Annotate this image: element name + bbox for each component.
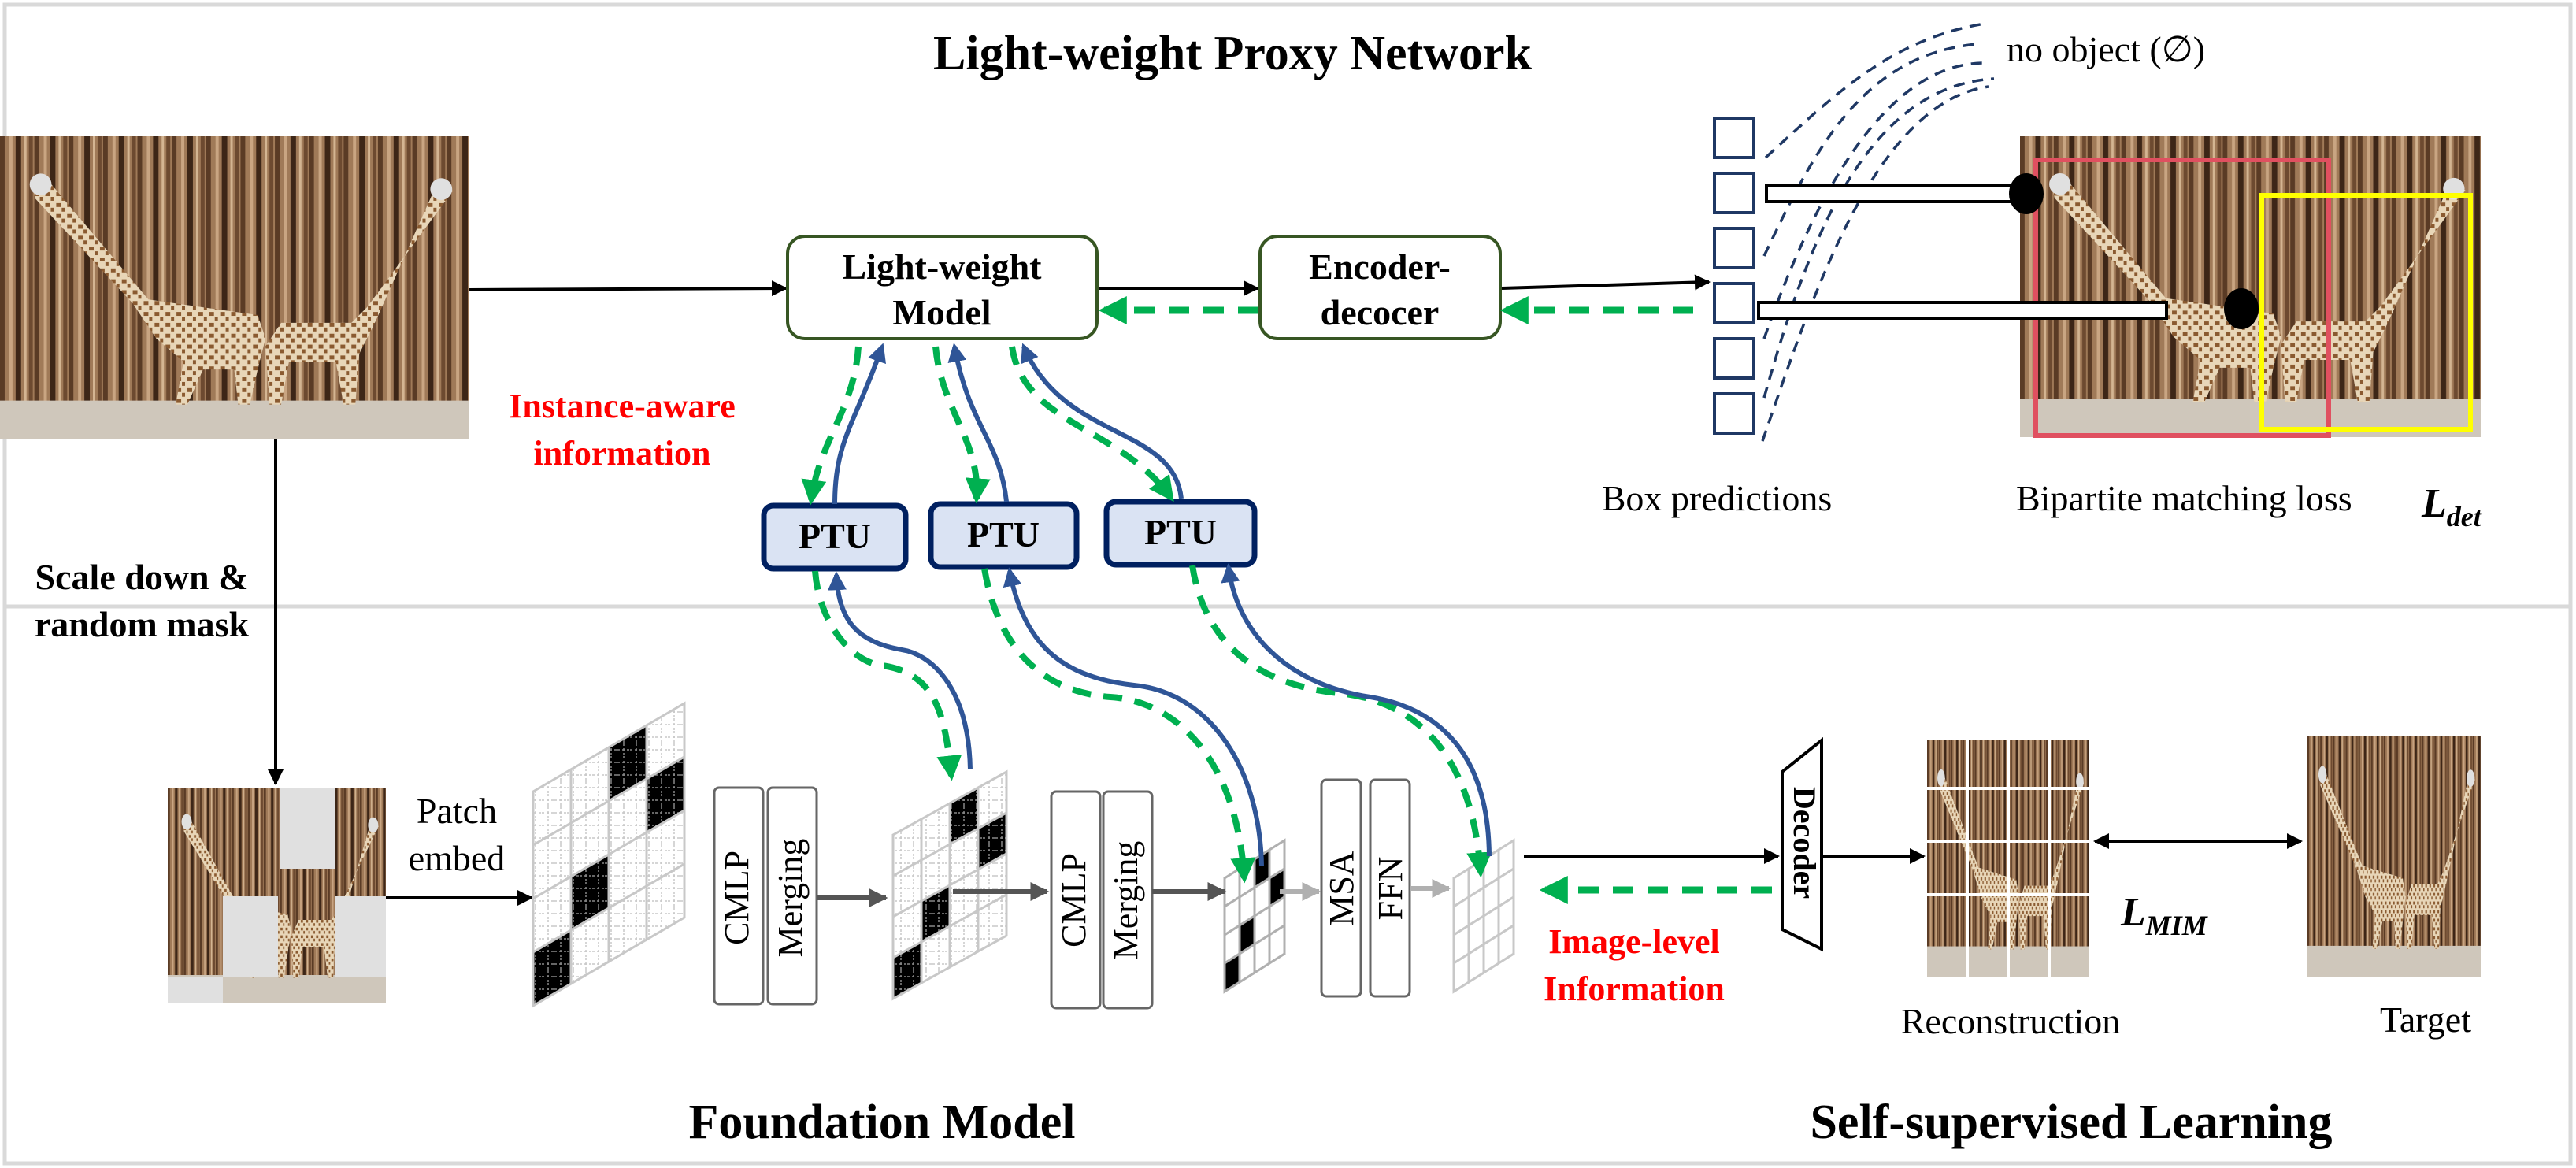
- feature-map-stage1: [532, 701, 686, 1008]
- reconstruction-label: Reconstruction: [1901, 1001, 2121, 1041]
- ptu-foundation-links: [812, 563, 1492, 884]
- bottom-panel-frame: [2, 604, 2573, 1166]
- image-level-line1: Image-level: [1548, 922, 1719, 961]
- stage3-msa-block: MSA: [1320, 778, 1362, 998]
- box-prediction-slot: [1713, 337, 1755, 380]
- svg-text:PTU: PTU: [1144, 512, 1217, 552]
- ptu-model-links: [801, 343, 1184, 506]
- svg-text:PTU: PTU: [967, 514, 1040, 554]
- loss-mim: LMIM: [2120, 890, 2209, 941]
- patch-embed-line1: Patch: [417, 791, 497, 831]
- detection-image: [2020, 136, 2481, 438]
- masked-image: [168, 788, 386, 1003]
- box-prediction-slot: [1713, 172, 1755, 214]
- stage2-merging-block: Merging: [1102, 790, 1154, 1010]
- arrow-input-to-model: [469, 280, 788, 297]
- box-prediction-slot: [1713, 117, 1755, 159]
- stage2-cmlp-block: CMLP: [1050, 790, 1102, 1010]
- light-weight-model-line1: Light-weight: [843, 247, 1043, 287]
- box-prediction-slot: [1713, 282, 1755, 324]
- box-prediction-slot: [1713, 392, 1755, 435]
- box-predictions: [1713, 117, 1755, 435]
- section-title-self-supervised: Self-supervised Learning: [1810, 1096, 2332, 1149]
- matching-link-1: [1765, 173, 2044, 214]
- feature-map-stage3: [1223, 838, 1286, 994]
- feature-map-stage4: [1452, 838, 1515, 994]
- svg-text:PTU: PTU: [799, 516, 871, 556]
- svg-text:Merging: Merging: [1106, 841, 1145, 960]
- stage1-merging-block: Merging: [766, 786, 818, 1006]
- ptu-box-3: PTU: [1103, 499, 1258, 568]
- input-image: [0, 136, 469, 439]
- scale-down-line1: Scale down &: [35, 557, 249, 597]
- encoder-decoder-box: Encoder- decocer: [1258, 235, 1502, 340]
- gt-box-red: [2033, 158, 2331, 438]
- ptu-box-2: PTU: [928, 501, 1080, 570]
- instance-aware-line1: Instance-aware: [509, 387, 736, 425]
- svg-text:MSA: MSA: [1322, 851, 1361, 926]
- scale-down-line2: random mask: [35, 604, 250, 644]
- svg-text:Merging: Merging: [771, 839, 810, 958]
- section-title-proxy-network: Light-weight Proxy Network: [933, 27, 1533, 80]
- svg-text:FFN: FFN: [1371, 857, 1410, 921]
- visible-patch: [1497, 923, 1515, 966]
- svg-text:Decoder: Decoder: [1787, 787, 1822, 899]
- reconstruction-image: [1927, 740, 2089, 977]
- stage1-cmlp-block: CMLP: [713, 786, 765, 1006]
- arrow-encdec-to-predictions: [1501, 274, 1711, 291]
- section-title-foundation-model: Foundation Model: [689, 1096, 1076, 1149]
- decoder-block: Decoder: [1781, 736, 1823, 952]
- box-prediction-slot: [1713, 227, 1755, 269]
- feature-map-stage2: [891, 769, 1008, 1001]
- box-predictions-label: Box predictions: [1602, 478, 1833, 518]
- target-image: [2307, 736, 2481, 977]
- no-object-label: no object (∅): [2007, 29, 2205, 69]
- gt-box-yellow: [2259, 193, 2473, 432]
- visible-patch: [977, 892, 1008, 954]
- svg-text:CMLP: CMLP: [1054, 853, 1093, 947]
- stage3-ffn-block: FFN: [1369, 778, 1411, 998]
- loss-det: Ldet: [2421, 481, 2482, 532]
- visible-patch: [1268, 923, 1286, 966]
- visible-patch: [645, 862, 686, 942]
- patch-embed-line2: embed: [409, 838, 506, 878]
- no-object-links: [1761, 22, 1995, 442]
- matching-link-2: [1757, 288, 2259, 329]
- light-weight-model-line2: Model: [892, 292, 991, 332]
- svg-text:CMLP: CMLP: [717, 851, 756, 945]
- light-weight-model-box: Light-weight Model: [786, 235, 1099, 340]
- bipartite-loss-label: Bipartite matching loss: [2016, 478, 2352, 518]
- image-level-line2: Information: [1544, 970, 1725, 1008]
- encoder-decoder-line1: Encoder-: [1309, 247, 1451, 287]
- encoder-decoder-line2: decocer: [1321, 292, 1440, 332]
- ptu-box-1: PTU: [761, 502, 909, 572]
- target-label: Target: [2380, 999, 2471, 1040]
- instance-aware-line2: information: [534, 434, 711, 473]
